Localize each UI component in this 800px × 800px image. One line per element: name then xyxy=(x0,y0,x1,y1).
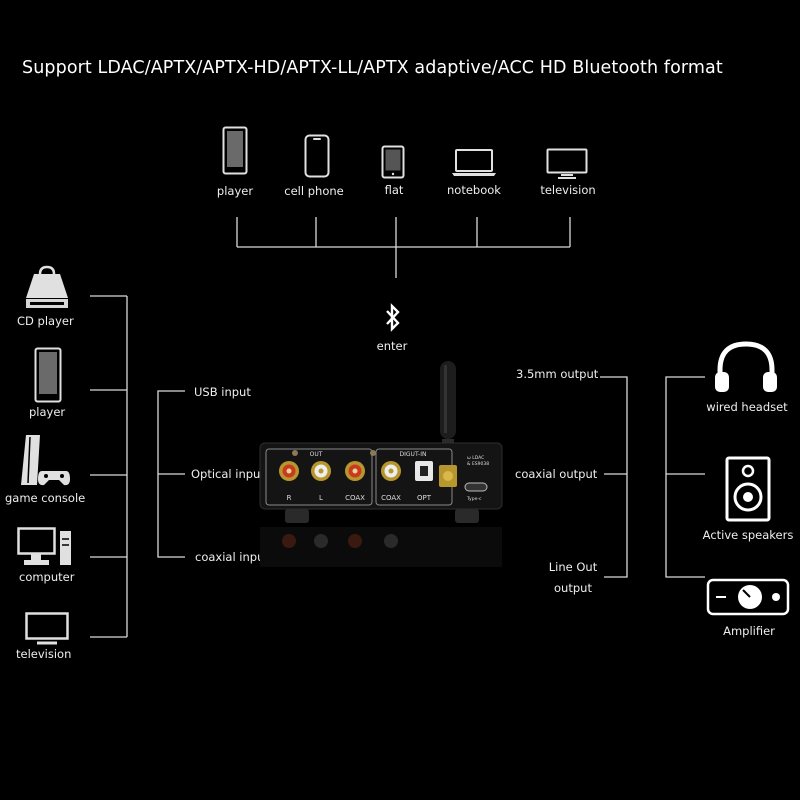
source-game-console-label: game console xyxy=(5,491,86,505)
source-television xyxy=(546,148,588,184)
coax-jack-in xyxy=(381,461,401,481)
usb-input-label: USB input xyxy=(194,385,251,399)
source-player-label: player xyxy=(216,184,254,198)
tablet-icon xyxy=(381,145,405,179)
destination-wired-headset-label: wired headset xyxy=(706,400,788,414)
source-left-television xyxy=(25,612,69,650)
panel-brand-1: ω LDAC xyxy=(467,455,484,461)
source-player xyxy=(222,126,248,180)
computer-icon xyxy=(17,527,71,565)
dac-device: OUT DIGUT-IN ω LDAC & ES9038 Type-c R L … xyxy=(259,361,503,567)
player-icon xyxy=(34,347,62,403)
destination-wired-headset xyxy=(712,340,780,400)
amplifier-icon xyxy=(706,578,790,616)
source-computer xyxy=(17,527,73,571)
monitor-icon xyxy=(546,148,588,179)
bluetooth-icon xyxy=(386,303,400,332)
cd-player-icon xyxy=(26,265,68,308)
coaxial-input-label: coaxial input xyxy=(195,550,269,564)
speaker-icon xyxy=(725,456,771,522)
headphones-icon xyxy=(715,341,777,392)
source-left-player-label: player xyxy=(29,405,66,419)
line-out-label-line2: output xyxy=(554,581,592,595)
source-notebook xyxy=(451,148,497,182)
source-flat-label: flat xyxy=(384,183,404,197)
antenna xyxy=(440,361,456,439)
source-notebook-label: notebook xyxy=(447,183,501,197)
source-game-console xyxy=(18,433,74,493)
source-flat xyxy=(381,145,405,183)
rca-jack-l xyxy=(311,461,331,481)
page-title: Support LDAC/APTX/APTX-HD/APTX-LL/APTX a… xyxy=(22,58,723,78)
panel-out-label: OUT xyxy=(310,451,323,458)
optical-input-label: Optical input xyxy=(191,467,265,481)
antenna-connector xyxy=(439,465,457,487)
bluetooth-label: enter xyxy=(376,339,408,353)
panel-digit-in-label: DIGUT-IN xyxy=(400,451,427,458)
source-left-television-label: television xyxy=(16,647,72,661)
coax-jack-out xyxy=(345,461,365,481)
destination-amplifier-label: Amplifier xyxy=(723,624,775,638)
source-cell-phone-label: cell phone xyxy=(284,184,344,198)
jack-output-label: 3.5mm output xyxy=(516,367,599,381)
laptop-icon xyxy=(452,149,496,176)
destination-active-speakers-label: Active speakers xyxy=(702,528,794,542)
panel-opt-label: OPT xyxy=(417,494,432,502)
panel-brand-2: & ES9038 xyxy=(467,461,489,467)
line-out-label-line1: Line Out xyxy=(548,560,598,574)
game-console-icon xyxy=(21,435,70,486)
destination-active-speakers xyxy=(725,456,771,526)
panel-r-label: R xyxy=(287,494,292,502)
usb-c-port xyxy=(464,482,488,492)
bluetooth-symbol xyxy=(383,302,403,338)
optical-port xyxy=(415,461,433,481)
source-computer-label: computer xyxy=(19,570,75,584)
panel-l-label: L xyxy=(319,494,323,502)
destination-amplifier xyxy=(706,578,790,620)
coaxial-output-label: coaxial output xyxy=(515,467,598,481)
panel-coax-in-label: COAX xyxy=(381,494,401,502)
source-cd-player xyxy=(24,265,70,314)
source-television-label: television xyxy=(540,183,596,197)
panel-usb-label: Type-c xyxy=(466,496,482,502)
television-icon xyxy=(25,612,69,645)
rca-jack-r xyxy=(279,461,299,481)
panel-coax-out-label: COAX xyxy=(345,494,365,502)
cell-phone-icon xyxy=(304,134,330,178)
line-out-output-label: Line Out output xyxy=(549,557,597,599)
source-cell-phone xyxy=(304,134,330,182)
player-icon xyxy=(222,126,248,175)
source-cd-player-label: CD player xyxy=(17,314,74,328)
source-left-player xyxy=(34,347,62,407)
